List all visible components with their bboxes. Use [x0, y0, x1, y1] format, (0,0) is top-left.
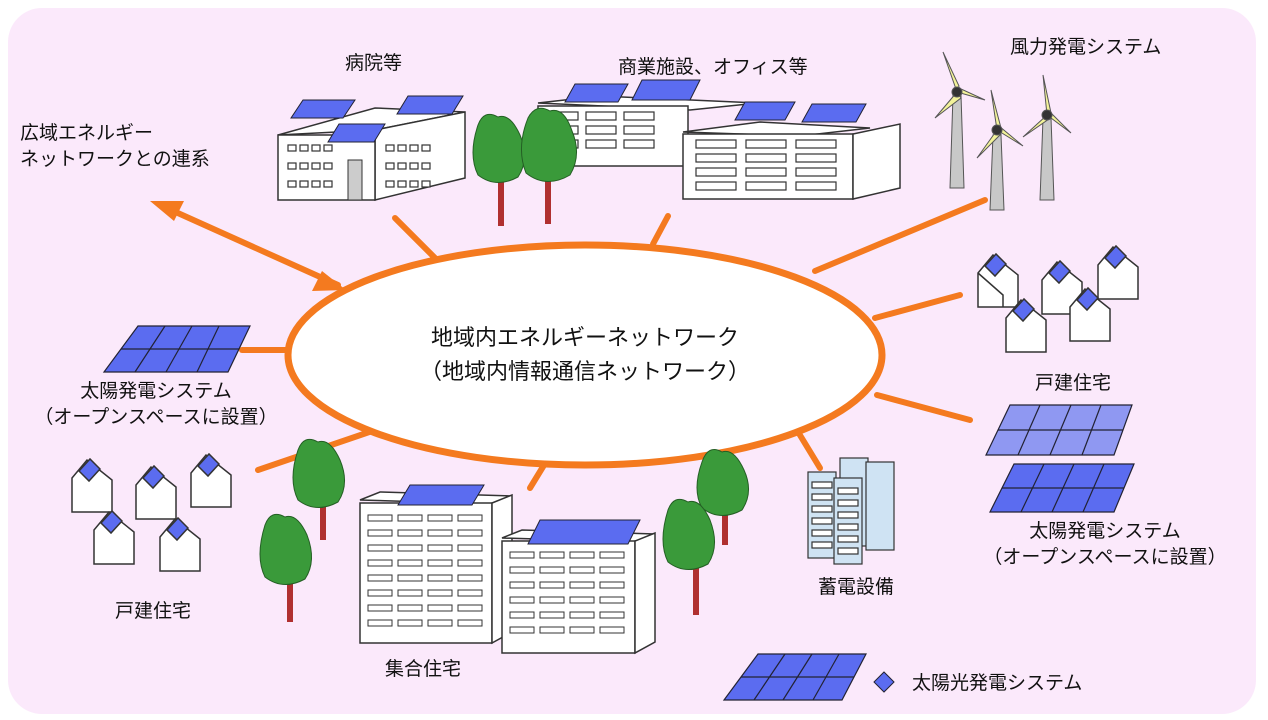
trees-top: [472, 107, 577, 226]
label-hospital: 病院等: [345, 52, 403, 74]
spoke-solar-right: [874, 392, 973, 423]
solar-array-left: [102, 325, 251, 373]
legend-solar-panel: [722, 653, 867, 701]
label-wind: 風力発電システム: [1010, 36, 1162, 58]
spoke-houses-right: [872, 292, 963, 321]
label-solar-open-left-line2: （オープンスペースに設置）: [34, 406, 278, 428]
label-houses-right: 戸建住宅: [1035, 372, 1112, 394]
arrowhead-inner: [312, 271, 346, 291]
label-apartments: 集合住宅: [385, 658, 462, 680]
solar-panel-diamond-icon: [873, 671, 895, 693]
label-wide-area-line2: ネットワークとの連系: [20, 148, 210, 170]
spoke-wind: [812, 197, 988, 274]
apartment-buildings: [359, 484, 656, 655]
legend-label: 太陽光発電システム: [912, 672, 1083, 694]
legend: [722, 653, 895, 701]
storage-units: [807, 457, 895, 565]
label-solar-open-left-line1: 太陽発電システム: [80, 380, 232, 402]
hub-title: 地域内エネルギーネットワーク: [430, 326, 739, 351]
spoke-hospital: [392, 215, 443, 266]
label-houses-left: 戸建住宅: [115, 600, 192, 622]
trees-bottom-left: [259, 438, 345, 622]
label-wide-area: 広域エネルギー ネットワークとの連系: [20, 120, 210, 172]
solar-array-right-top: [985, 404, 1133, 456]
hub-label: 地域内エネルギーネットワーク （地域内情報通信ネットワーク）: [400, 322, 770, 390]
hub-subtitle: （地域内情報通信ネットワーク）: [419, 360, 750, 385]
solar-array-right-bottom: [989, 463, 1135, 513]
trees-bottom-right: [662, 449, 749, 615]
label-storage: 蓄電設備: [818, 576, 895, 598]
spoke-commercial: [650, 213, 671, 247]
central-network-ellipse: [284, 241, 886, 469]
wind-turbines: [934, 51, 1072, 211]
label-commercial: 商業施設、オフィス等: [618, 56, 808, 78]
houses-left: [71, 452, 232, 572]
label-wide-area-line1: 広域エネルギー: [20, 122, 154, 144]
arrowhead-outer: [150, 201, 184, 221]
label-solar-open-right-line2: （オープンスペースに設置）: [983, 546, 1227, 568]
houses-right: [977, 244, 1139, 353]
hospital-building: [277, 95, 466, 201]
label-solar-open-right-line1: 太陽発電システム: [1029, 520, 1181, 542]
wide-area-link: [157, 202, 341, 288]
label-solar-open-right: 太陽発電システム （オープンスペースに設置）: [950, 518, 1260, 570]
label-solar-open-left: 太陽発電システム （オープンスペースに設置）: [6, 378, 306, 430]
commercial-buildings: [537, 79, 901, 200]
